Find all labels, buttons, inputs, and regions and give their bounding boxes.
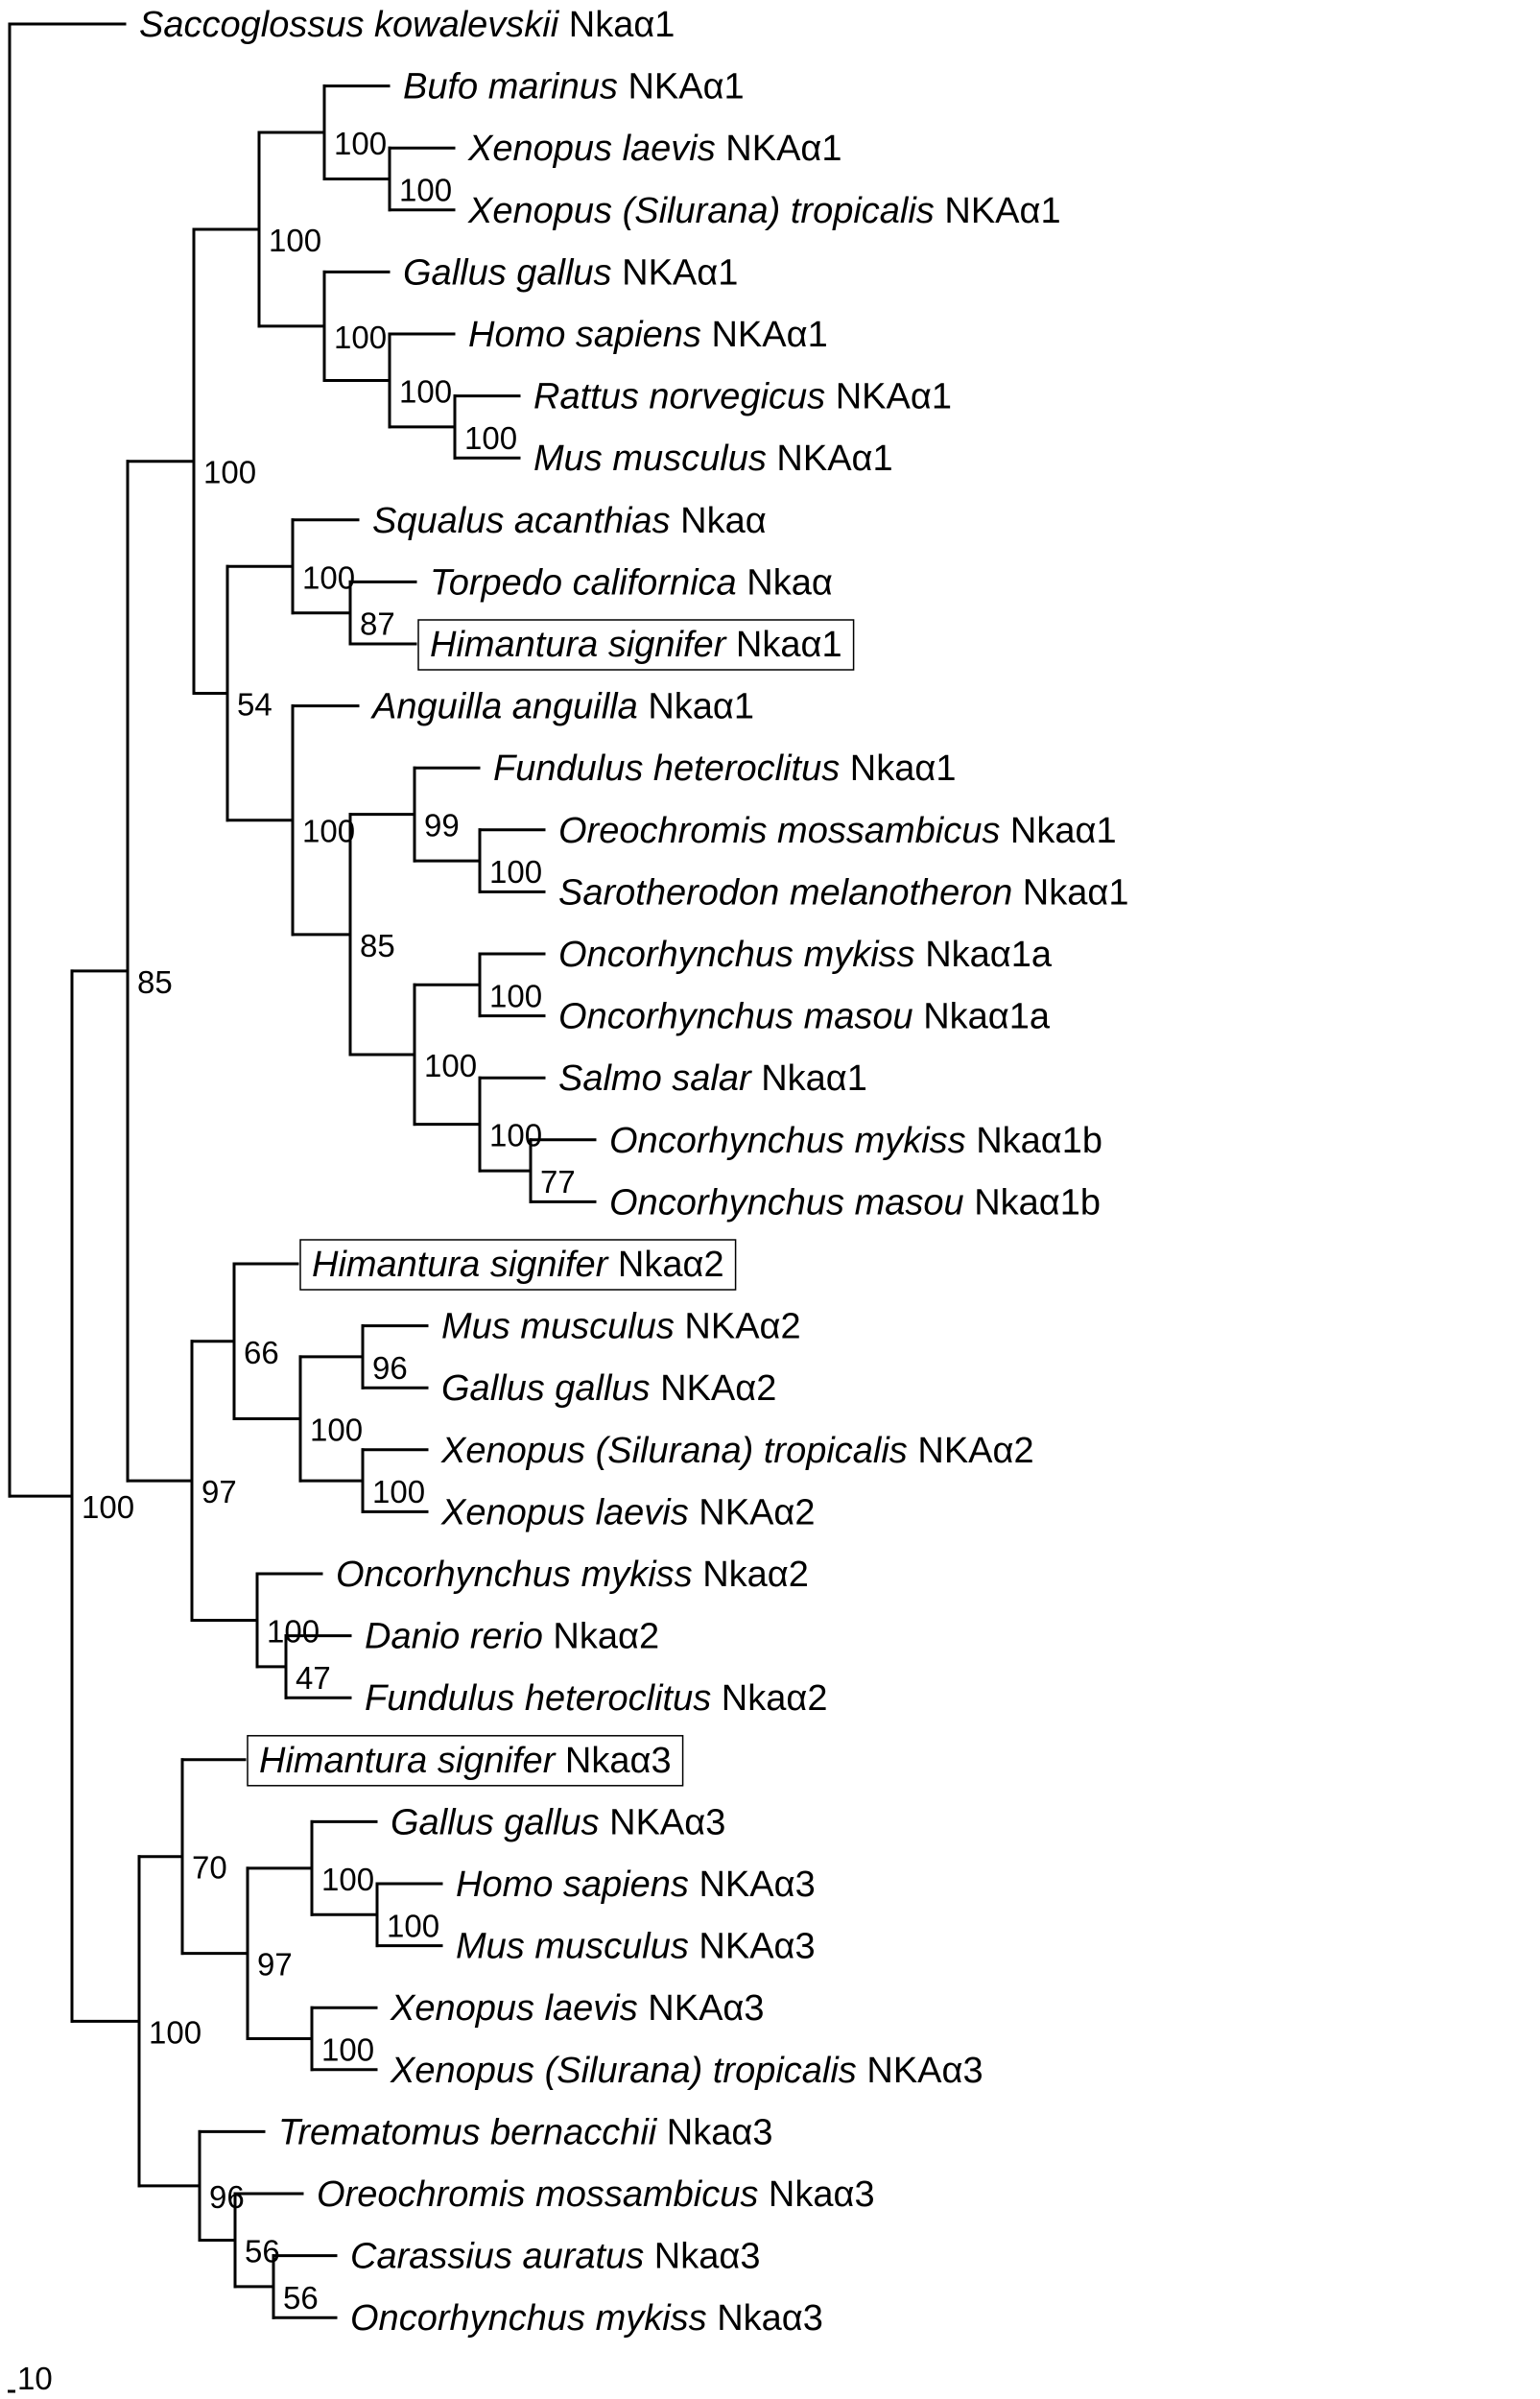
support-value-n_amph1: 100 bbox=[334, 126, 387, 161]
leaf-label-omy1b: Oncorhynchus mykiss Nkaα1b bbox=[609, 1121, 1102, 1161]
support-value-n_xen2: 100 bbox=[372, 1474, 425, 1509]
support-value-n_rod1: 100 bbox=[464, 420, 517, 456]
support-value-n_a3: 100 bbox=[149, 2014, 201, 2050]
support-value-n_xen1: 100 bbox=[399, 173, 452, 208]
support-value-n_ssoo1: 100 bbox=[489, 1118, 542, 1153]
leaf-label-om3: Oreochromis mossambicus Nkaα3 bbox=[317, 2174, 875, 2215]
scale-bar-label: 10 bbox=[17, 2361, 53, 2396]
leaf-label-hsig1: Himantura signifer Nkaα1 bbox=[430, 625, 842, 665]
leaf-label-gg1: Gallus gallus NKAα1 bbox=[403, 252, 738, 293]
highlight-box-hsig3 bbox=[247, 1735, 684, 1787]
support-value-n_cich1: 100 bbox=[489, 854, 542, 890]
leaf-label-om1: Oreochromis mossambicus Nkaα1 bbox=[558, 811, 1117, 851]
support-value-n_amn3: 100 bbox=[321, 1862, 374, 1897]
support-value-n_xen3: 100 bbox=[321, 2032, 374, 2068]
support-value-n_elasmo1: 100 bbox=[302, 559, 355, 595]
highlight-box-hsig1 bbox=[417, 619, 855, 671]
leaf-label-rn1: Rattus norvegicus NKAα1 bbox=[533, 377, 952, 417]
leaf-label-hs3: Homo sapiens NKAα3 bbox=[456, 1865, 816, 1905]
leaf-label-tc: Torpedo californica Nkaα bbox=[430, 562, 833, 603]
leaf-label-omy2: Oncorhynchus mykiss Nkaα2 bbox=[336, 1555, 809, 1595]
leaf-label-xl1: Xenopus laevis NKAα1 bbox=[467, 129, 842, 169]
leaf-label-mm1: Mus musculus NKAα1 bbox=[533, 439, 893, 479]
leaf-label-xt1: Xenopus (Silurana) tropicalis NKAα1 bbox=[467, 191, 1061, 231]
support-value-n_a2: 97 bbox=[201, 1474, 237, 1509]
leaf-label-dr2: Danio rerio Nkaα2 bbox=[365, 1617, 659, 1657]
support-value-n_salm1: 100 bbox=[424, 1048, 477, 1083]
support-value-n_o1b: 77 bbox=[540, 1164, 576, 1200]
support-value-n_df2: 47 bbox=[296, 1660, 331, 1696]
leaf-label-hsig3: Himantura signifer Nkaα3 bbox=[259, 1741, 672, 1781]
support-value-n_tel3b: 56 bbox=[245, 2233, 280, 2268]
support-value-n_mam3: 100 bbox=[387, 1908, 439, 1943]
leaf-label-xl2: Xenopus laevis NKAα2 bbox=[440, 1492, 816, 1532]
leaf-label-ss1: Salmo salar Nkaα1 bbox=[558, 1058, 867, 1099]
leaf-label-ca3: Carassius auratus Nkaα3 bbox=[350, 2237, 761, 2277]
support-value-n_tetra3: 97 bbox=[257, 1947, 293, 1983]
leaf-label-fh2: Fundulus heteroclitus Nkaα2 bbox=[365, 1678, 827, 1719]
leaf-label-gg2: Gallus gallus NKAα2 bbox=[441, 1368, 776, 1409]
support-value-n_torp1: 87 bbox=[360, 606, 395, 642]
leaf-label-xt2: Xenopus (Silurana) tropicalis NKAα2 bbox=[440, 1431, 1034, 1471]
leaf-label-aa1: Anguilla anguilla Nkaα1 bbox=[370, 687, 754, 727]
highlight-box-hsig2 bbox=[299, 1239, 737, 1291]
leaf-label-mm2: Mus musculus NKAα2 bbox=[441, 1307, 801, 1347]
support-value-n_omy1a: 100 bbox=[489, 978, 542, 1013]
leaf-label-gg3: Gallus gallus NKAα3 bbox=[391, 1802, 725, 1842]
leaf-label-sk1: Saccoglossus kowalevskii Nkaα1 bbox=[139, 5, 675, 45]
support-value-n_tel2: 100 bbox=[267, 1613, 320, 1649]
support-value-n_a1: 100 bbox=[203, 455, 256, 490]
leaf-label-bm1: Bufo marinus NKAα1 bbox=[403, 67, 745, 107]
leaf-label-omy3: Oncorhynchus mykiss Nkaα3 bbox=[350, 2298, 823, 2339]
leaf-label-sa: Squalus acanthias Nkaα bbox=[372, 501, 767, 541]
leaf-label-sm1: Sarotherodon melanotheron Nkaα1 bbox=[558, 872, 1128, 913]
leaf-label-tb3: Trematomus bernacchii Nkaα3 bbox=[278, 2112, 772, 2152]
support-value-n_fish1: 54 bbox=[237, 686, 272, 722]
leaf-label-oma1b: Oncorhynchus masou Nkaα1b bbox=[609, 1182, 1101, 1223]
leaf-label-fh1: Fundulus heteroclitus Nkaα1 bbox=[493, 748, 956, 789]
support-value-n_teleo1: 100 bbox=[302, 814, 355, 849]
support-value-n_acan1: 99 bbox=[424, 808, 460, 843]
support-value-n_amn1: 100 bbox=[334, 320, 387, 355]
leaf-label-xl3: Xenopus laevis NKAα3 bbox=[390, 1988, 765, 2029]
support-value-n_a3a: 70 bbox=[192, 1850, 227, 1886]
support-value-n_tel3c: 56 bbox=[283, 2280, 319, 2316]
support-value-n_eut1: 85 bbox=[360, 928, 395, 963]
support-value-n_a1a2: 85 bbox=[137, 964, 173, 1000]
leaf-label-oma1a: Oncorhynchus masou Nkaα1a bbox=[558, 997, 1051, 1037]
support-value-n_mg2: 96 bbox=[372, 1350, 408, 1386]
support-value-n_a2b: 66 bbox=[244, 1335, 279, 1370]
support-value-n_tetra1: 100 bbox=[269, 223, 321, 258]
leaf-label-xt3: Xenopus (Silurana) tropicalis NKAα3 bbox=[390, 2051, 983, 2091]
support-value-n_all: 100 bbox=[82, 1489, 134, 1525]
leaf-label-hsig2: Himantura signifer Nkaα2 bbox=[312, 1245, 724, 1285]
support-value-n_tetra2: 100 bbox=[310, 1413, 363, 1448]
leaf-label-mm3: Mus musculus NKAα3 bbox=[456, 1927, 816, 1967]
leaf-label-hs1: Homo sapiens NKAα1 bbox=[468, 315, 828, 355]
support-value-n_mam1: 100 bbox=[399, 373, 452, 409]
leaf-label-omy1a: Oncorhynchus mykiss Nkaα1a bbox=[558, 935, 1053, 975]
support-value-n_tel3: 96 bbox=[209, 2179, 245, 2215]
